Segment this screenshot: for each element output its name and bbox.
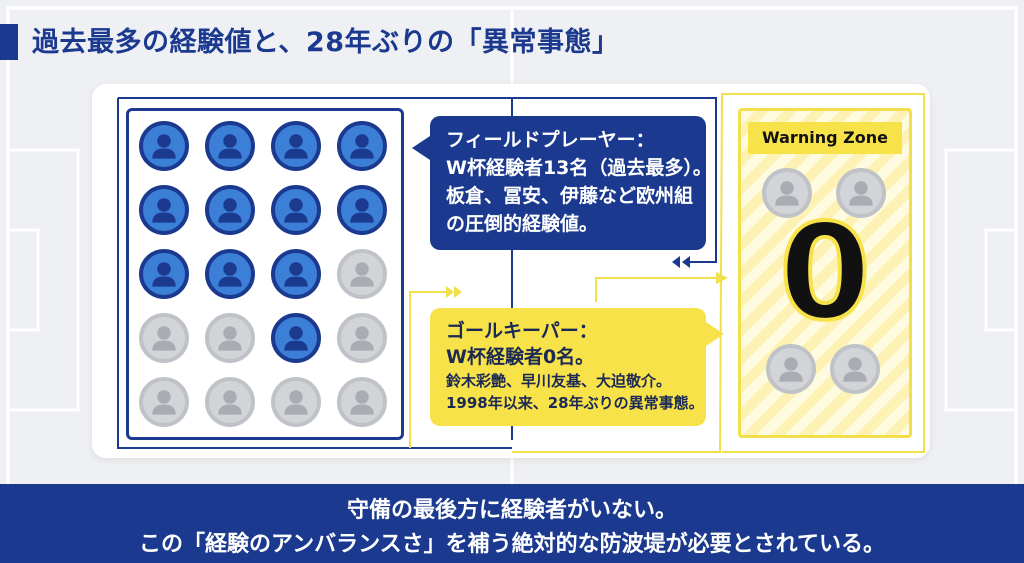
inexperienced-player-icon bbox=[139, 313, 189, 363]
inexperienced-player-icon bbox=[830, 344, 880, 394]
inexperienced-player-icon bbox=[271, 377, 321, 427]
experienced-player-icon bbox=[271, 121, 321, 171]
callout-line: 板倉、冨安、伊藤など欧州組 bbox=[446, 185, 694, 207]
experienced-player-icon bbox=[271, 185, 321, 235]
callout-line: W杯経験者0名。 bbox=[446, 346, 595, 368]
player-grid bbox=[126, 108, 404, 440]
experienced-player-icon bbox=[205, 121, 255, 171]
experienced-player-icon bbox=[337, 185, 387, 235]
field-callout-tail bbox=[412, 136, 430, 160]
warning-zone-label: Warning Zone bbox=[748, 122, 902, 154]
experienced-player-icon bbox=[205, 249, 255, 299]
experienced-player-icon bbox=[271, 313, 321, 363]
title-accent-bar bbox=[0, 24, 18, 60]
experienced-player-icon bbox=[139, 185, 189, 235]
inexperienced-player-icon bbox=[337, 249, 387, 299]
inexperienced-player-icon bbox=[766, 344, 816, 394]
callout-line: 1998年以来、28年ぶりの異常事態。 bbox=[446, 394, 704, 412]
inexperienced-player-icon bbox=[337, 313, 387, 363]
inexperienced-player-icon bbox=[337, 377, 387, 427]
callout-line: ゴールキーパー： bbox=[446, 320, 598, 342]
callout-line: 鈴木彩艶、早川友基、大迫敬介。 bbox=[446, 372, 672, 390]
banner-line-1: 守備の最後方に経験者がいない。 bbox=[346, 498, 677, 523]
inexperienced-player-icon bbox=[205, 377, 255, 427]
goalkeepers-callout: ゴールキーパー： W杯経験者0名。 鈴木彩艶、早川友基、大迫敬介。 1998年以… bbox=[430, 308, 706, 426]
warning-zone bbox=[738, 108, 912, 438]
experienced-player-icon bbox=[271, 249, 321, 299]
bottom-banner: 守備の最後方に経験者がいない。 この「経験のアンバランスさ」を補う絶対的な防波堤… bbox=[0, 484, 1024, 563]
inexperienced-player-icon bbox=[762, 168, 812, 218]
goalkeeper-experience-count: 0 bbox=[777, 196, 873, 350]
inexperienced-player-icon bbox=[139, 377, 189, 427]
inexperienced-player-icon bbox=[205, 313, 255, 363]
experienced-player-icon bbox=[337, 121, 387, 171]
experienced-player-icon bbox=[139, 121, 189, 171]
goalkeeper-callout-tail bbox=[706, 322, 724, 346]
callout-line: フィールドプレーヤー： bbox=[446, 129, 655, 151]
field-players-callout: フィールドプレーヤー： W杯経験者13名（過去最多）。 板倉、冨安、伊藤など欧州… bbox=[430, 116, 712, 250]
callout-line: W杯経験者13名（過去最多）。 bbox=[446, 157, 712, 179]
experienced-player-icon bbox=[139, 249, 189, 299]
experienced-player-icon bbox=[205, 185, 255, 235]
inexperienced-player-icon bbox=[836, 168, 886, 218]
banner-line-2: この「経験のアンバランスさ」を補う絶対的な防波堤が必要とされている。 bbox=[138, 532, 886, 557]
page-title: 過去最多の経験値と、28年ぶりの「異常事態」 bbox=[32, 27, 620, 58]
callout-line: の圧倒的経験値。 bbox=[446, 213, 599, 235]
